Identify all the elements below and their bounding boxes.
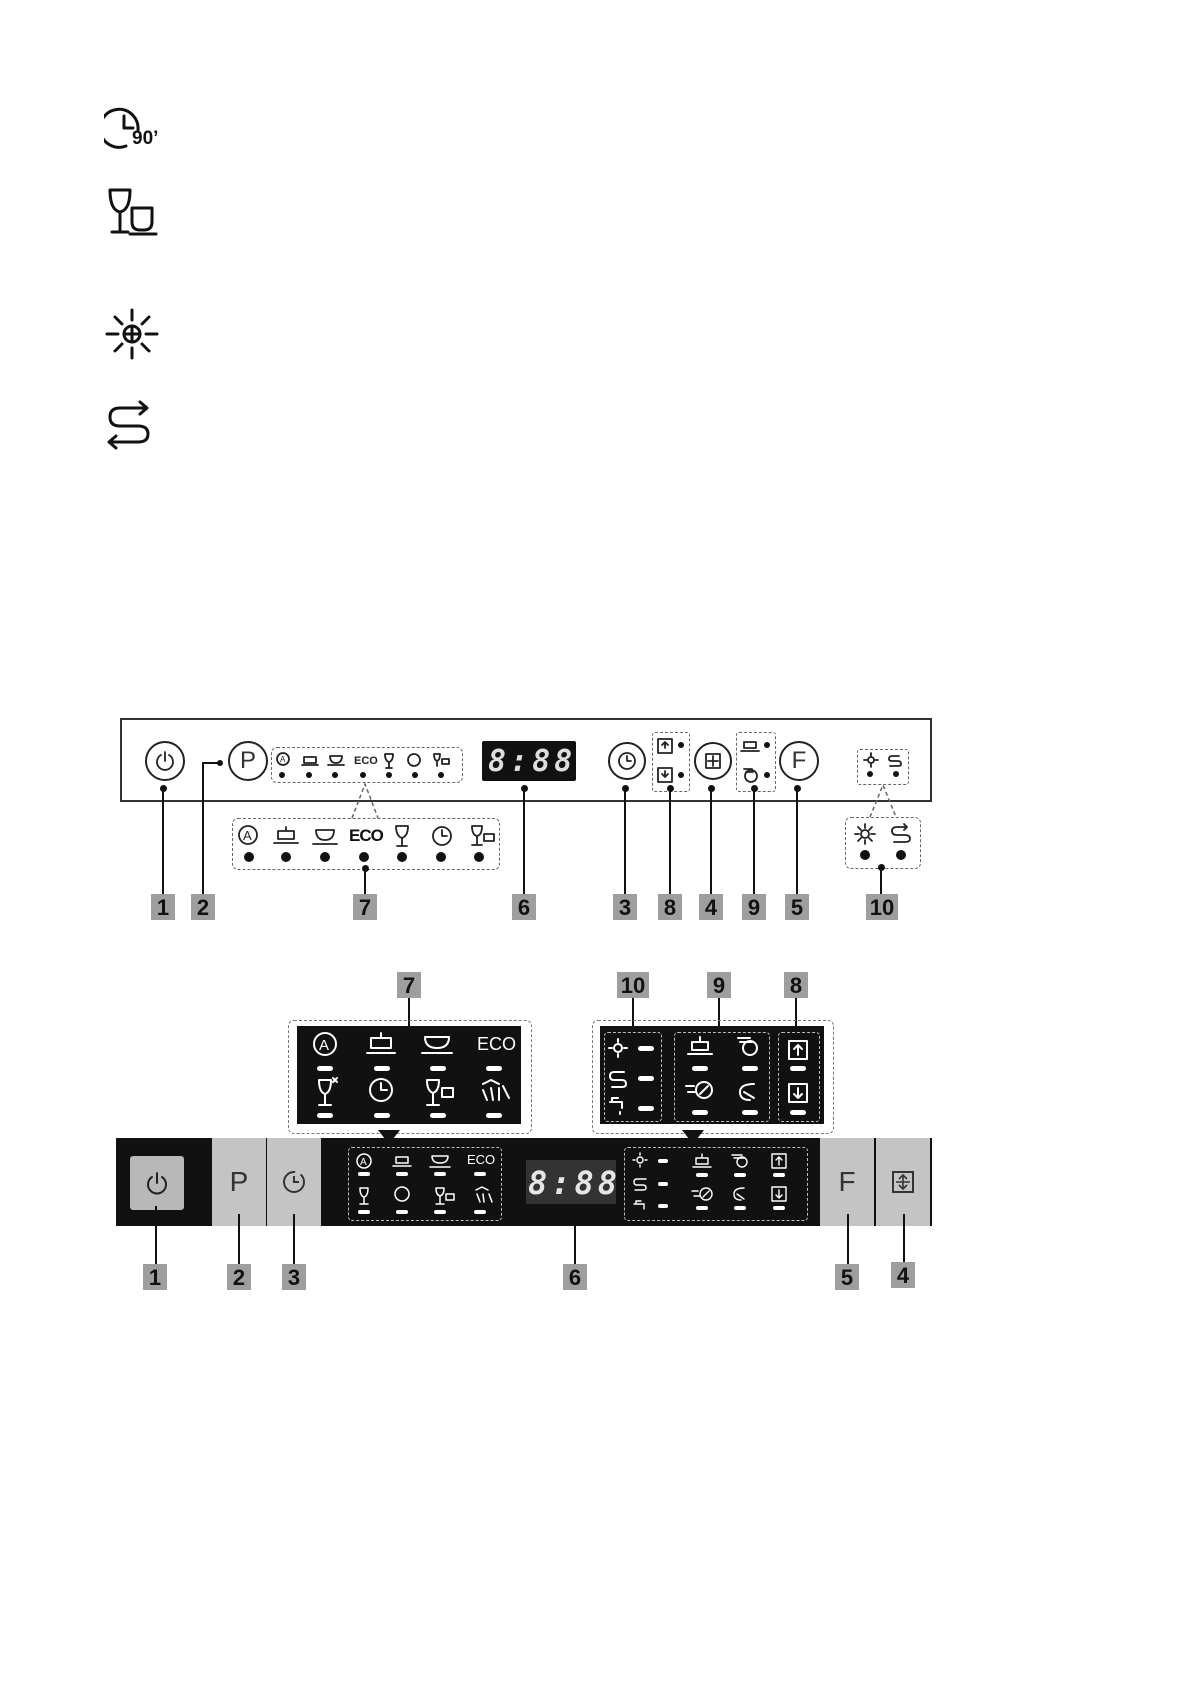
program-zoom-panel: A ECO xyxy=(297,1026,521,1124)
callout-2: 2 xyxy=(191,894,215,920)
half-load-button-b[interactable] xyxy=(876,1138,930,1226)
program-button[interactable]: P xyxy=(228,741,268,781)
clock-90-label: 90’ xyxy=(132,128,159,149)
program-icon-strip xyxy=(271,747,463,783)
power-button[interactable] xyxy=(145,741,185,781)
callout-b-1: 1 xyxy=(143,1264,167,1290)
callout-5: 5 xyxy=(785,894,809,920)
callout-10-wedge xyxy=(868,783,898,819)
callout-b-10: 10 xyxy=(617,972,649,998)
function-button-b[interactable]: F xyxy=(820,1138,874,1226)
program-indicators-b-icons: A ECO xyxy=(350,1150,500,1218)
rinse-aid-small-icon xyxy=(887,752,903,768)
rinse-salt-group xyxy=(857,749,909,785)
time-display-b: 8:88 xyxy=(526,1160,617,1204)
svg-text:A: A xyxy=(360,1157,367,1168)
intensive-icon xyxy=(739,736,761,756)
callout-b-7: 7 xyxy=(397,972,421,998)
eco-label-enlarged: ECO xyxy=(349,826,384,845)
callout-b-9: 9 xyxy=(707,972,731,998)
options-zoom-outline xyxy=(592,1020,834,1134)
glass-and-cup-icon xyxy=(104,186,164,238)
callout-7-wedge xyxy=(350,781,380,820)
rinse-aid-icon xyxy=(889,822,913,846)
half-load-button[interactable] xyxy=(694,742,732,780)
program-indicator-dot xyxy=(217,760,223,766)
options-indicators-b xyxy=(624,1147,808,1221)
callout-6: 6 xyxy=(512,894,536,920)
callout-b-8: 8 xyxy=(784,972,808,998)
callout-b-4: 4 xyxy=(891,1262,915,1288)
options-zoom-pointer xyxy=(682,1130,704,1146)
callout-b-5: 5 xyxy=(835,1264,859,1290)
program-zoom-pointer xyxy=(378,1130,400,1146)
eco-label-b: ECO xyxy=(467,1152,496,1167)
callout-1: 1 xyxy=(151,894,175,920)
power-button-b[interactable] xyxy=(130,1156,184,1210)
control-panel-outline xyxy=(120,718,932,802)
recycle-arrows-icon xyxy=(104,400,160,450)
svg-text:A: A xyxy=(243,828,252,843)
sparkle-icon xyxy=(103,306,163,362)
options-indicators-b-icons xyxy=(626,1150,806,1218)
program-icons-small: A ECO xyxy=(274,750,460,780)
callout-10: 10 xyxy=(866,894,898,920)
delay-timer-button[interactable] xyxy=(608,742,646,780)
salt-indicator-small-icon xyxy=(863,752,879,768)
function-button[interactable]: F xyxy=(779,741,819,781)
eco-small-label: ECO xyxy=(354,755,378,767)
program-indicators-b xyxy=(348,1147,502,1221)
eco-zoom-label: ECO xyxy=(477,1034,517,1054)
callout-3: 3 xyxy=(613,894,637,920)
clock-90-icon: 90’ xyxy=(98,104,164,154)
turbo-icon xyxy=(740,765,762,785)
options-zoom-panel xyxy=(600,1026,824,1124)
display-digits: 8:88 xyxy=(488,744,577,779)
lower-basket-icon xyxy=(656,766,674,784)
program-zoom-outline xyxy=(288,1020,532,1134)
program-icons-enlarged: A ECO xyxy=(236,822,498,866)
svg-text:A: A xyxy=(280,755,286,764)
callout-7: 7 xyxy=(353,894,377,920)
delay-button-b[interactable] xyxy=(267,1138,321,1226)
display-digits-b: 8:88 xyxy=(528,1164,622,1202)
svg-text:A: A xyxy=(319,1037,329,1054)
salt-indicator-icon xyxy=(853,822,877,846)
time-display: 8:88 xyxy=(482,741,576,781)
callout-4: 4 xyxy=(699,894,723,920)
callout-b-2: 2 xyxy=(227,1264,251,1290)
program-button-b[interactable]: P xyxy=(212,1138,266,1226)
callout-8: 8 xyxy=(658,894,682,920)
callout-9: 9 xyxy=(742,894,766,920)
callout-b-6: 6 xyxy=(563,1264,587,1290)
upper-basket-icon xyxy=(656,737,674,755)
callout-b-3: 3 xyxy=(282,1264,306,1290)
